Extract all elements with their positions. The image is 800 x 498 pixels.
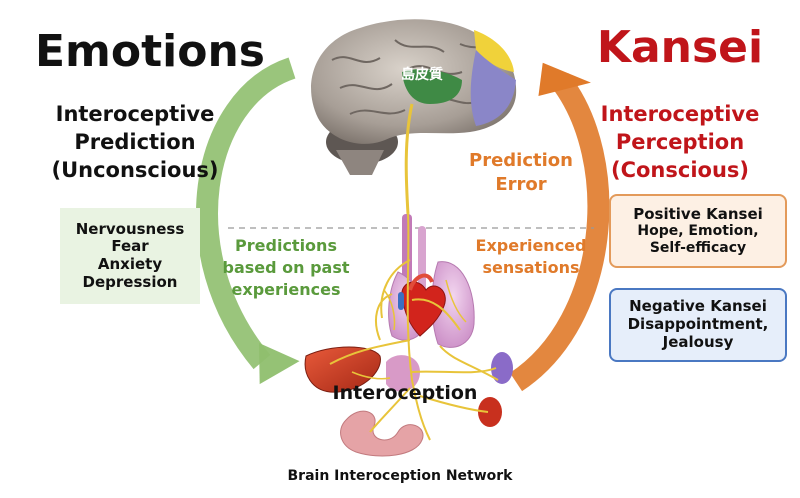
kansei-heading: Kansei <box>596 22 764 73</box>
positive-kansei-line-2: Self-efficacy <box>649 239 747 256</box>
experienced-sensations-line-2: sensations <box>482 258 580 277</box>
emotion-item-nervousness: Nervousness <box>75 219 185 238</box>
right-subtitle-line-1: Interoceptive <box>600 102 760 126</box>
error-arrow-head <box>538 62 591 96</box>
error-arrow-shaft <box>509 73 610 392</box>
right-subtitle-line-2: Perception <box>615 130 745 154</box>
negative-kansei-line-2: Jealousy <box>662 332 734 351</box>
prediction-arrow-shaft <box>196 57 296 370</box>
brain-illustration <box>311 19 517 175</box>
negative-kansei-line-1: Disappointment, <box>627 315 769 334</box>
left-subtitle-line-1: Interoceptive <box>55 102 215 126</box>
left-subtitle-line-3: (Unconscious) <box>51 158 219 182</box>
negative-emotions-box: Nervousness Fear Anxiety Depression <box>60 208 200 304</box>
prediction-error-line-1: Prediction <box>469 150 573 171</box>
negative-kansei-title: Negative Kansei <box>629 297 767 316</box>
emotion-item-anxiety: Anxiety <box>97 255 163 273</box>
emotion-item-fear: Fear <box>111 237 149 256</box>
positive-kansei-box: Positive Kansei Hope, Emotion, Self-effi… <box>609 194 787 268</box>
right-subtitle-line-3: (Conscious) <box>610 158 749 182</box>
interoception-label: Interoception <box>332 382 478 404</box>
prediction-error-line-2: Error <box>495 174 547 195</box>
emotion-item-depression: Depression <box>82 272 178 291</box>
emotions-heading: Emotions <box>35 26 265 77</box>
predictions-line-2: based on past <box>222 258 350 277</box>
diagram-caption: Brain Interoception Network <box>287 468 513 484</box>
insula-label: 島皮質 <box>401 67 443 83</box>
positive-kansei-line-1: Hope, Emotion, <box>637 223 759 240</box>
positive-kansei-title: Positive Kansei <box>633 204 763 223</box>
left-subtitle-line-2: Prediction <box>74 130 196 154</box>
body-organs <box>304 103 513 457</box>
prediction-arrow-head <box>259 342 300 385</box>
predictions-line-3: experiences <box>231 280 341 299</box>
predictions-line-1: Predictions <box>235 236 337 255</box>
experienced-sensations-line-1: Experienced <box>475 236 587 255</box>
negative-kansei-box: Negative Kansei Disappointment, Jealousy <box>609 288 787 362</box>
